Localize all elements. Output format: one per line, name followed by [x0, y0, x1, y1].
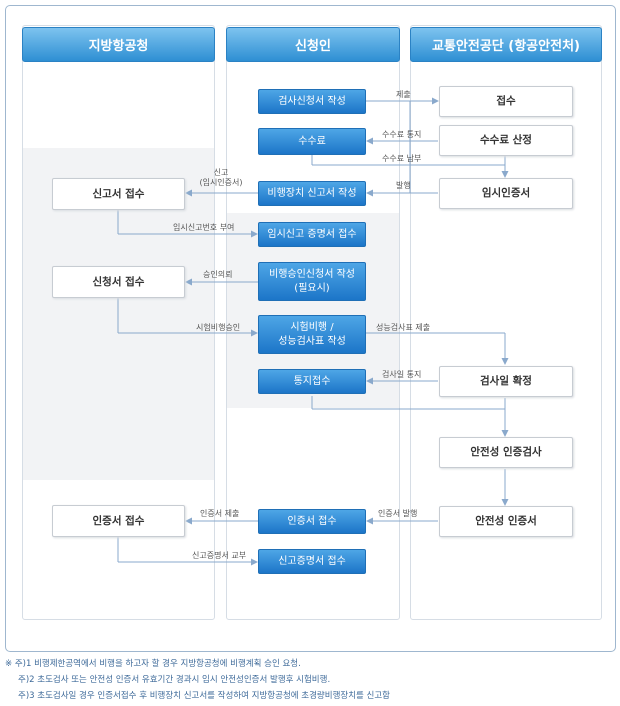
label-report-cert: 신고증명서 교부 — [192, 551, 247, 560]
label-inspection-notice: 검사일 통지 — [382, 370, 422, 379]
footnote-2: 주)2 초도검사 또는 안전성 인증서 유효기간 경과시 임시 안전성인증서 발… — [18, 675, 331, 685]
label-cert-issue: 인증서 발행 — [378, 509, 418, 518]
label-report-line2: (임시인증서) — [199, 178, 243, 187]
label-perf-submit: 성능검사표 제출 — [376, 323, 431, 332]
box-cert-receipt-applicant: 인증서 접수 — [258, 509, 366, 534]
box-receipt: 접수 — [439, 86, 573, 117]
box-report-cert-receipt: 신고증명서 접수 — [258, 549, 366, 574]
box-test-flight-line2: 성능검사표 작성 — [278, 335, 346, 347]
box-test-flight-line1: 시험비행 / — [290, 322, 334, 333]
label-submit: 제출 — [396, 90, 411, 99]
box-temp-certificate: 임시인증서 — [439, 178, 573, 209]
box-fee-calculation: 수수료 산정 — [439, 125, 573, 156]
header-kotsa: 교통안전공단 (항공안전처) — [410, 27, 602, 62]
box-safety-inspection: 안전성 인증검사 — [439, 437, 573, 468]
box-cert-receipt-office: 인증서 접수 — [52, 505, 185, 537]
box-safety-certificate: 안전성 인증서 — [439, 506, 573, 537]
box-flight-approval-line2: (필요시) — [294, 282, 330, 294]
box-device-report: 비행장치 신고서 작성 — [258, 181, 366, 206]
label-report-line1: 신고 — [213, 168, 229, 177]
label-approval-request: 승인의뢰 — [203, 270, 233, 279]
box-test-flight: 시험비행 / 성능검사표 작성 — [258, 315, 366, 354]
header-local-aviation-office: 지방항공청 — [22, 27, 215, 62]
footnotes: ※ 주)1 비행제한공역에서 비행을 하고자 할 경우 지방항공청에 비행계획 … — [5, 656, 615, 704]
label-temp-number: 임시신고번호 부여 — [173, 223, 235, 232]
label-issue: 발행 — [396, 181, 411, 190]
box-inspection-application: 검사신청서 작성 — [258, 89, 366, 114]
header-applicant: 신청인 — [226, 27, 400, 62]
box-fee: 수수료 — [258, 128, 366, 155]
box-flight-approval-line1: 비행승인신청서 작성 — [269, 269, 355, 280]
label-test-approval: 시험비행승인 — [196, 323, 241, 332]
footnote-1: ※ 주)1 비행제한공역에서 비행을 하고자 할 경우 지방항공청에 비행계획 … — [5, 659, 301, 669]
box-application-receipt: 신청서 접수 — [52, 266, 185, 298]
label-report: 신고 (임시인증서) — [196, 168, 246, 188]
label-fee-payment: 수수료 납부 — [382, 154, 422, 163]
box-flight-approval: 비행승인신청서 작성 (필요시) — [258, 262, 366, 301]
box-report-receipt: 신고서 접수 — [52, 178, 185, 210]
label-fee-notice: 수수료 통지 — [382, 130, 422, 139]
footnote-3: 주)3 초도검사일 경우 인증서접수 후 비행장치 신고서를 작성하여 지방항공… — [18, 691, 391, 701]
box-inspection-date: 검사일 확정 — [439, 366, 573, 397]
box-temp-report-cert: 임시신고 증명서 접수 — [258, 222, 366, 247]
box-notice-receipt: 통지접수 — [258, 369, 366, 394]
label-cert-submit: 인증서 제출 — [200, 509, 240, 518]
